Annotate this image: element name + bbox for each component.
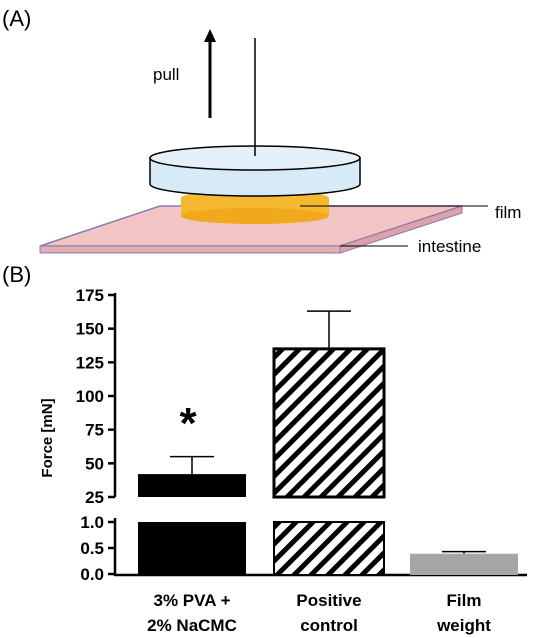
lower-tick-label: 0.5	[80, 539, 104, 558]
category-label-line2: 2% NaCMC	[147, 616, 237, 635]
category-labels: 3% PVA + 2% NaCMC Positive control Film weigh…	[147, 591, 491, 635]
panel-a-schematic: pull film intestine	[39, 29, 521, 256]
intestine-front-edge	[39, 245, 341, 254]
category-label-line1: Positive	[296, 591, 361, 610]
upper-tick-label: 175	[76, 286, 104, 305]
upper-tick-label: 125	[76, 353, 104, 372]
lower-tick-label: 0.0	[80, 565, 104, 584]
intestine-label: intestine	[418, 237, 481, 256]
upper-tick-label: 25	[85, 488, 104, 507]
panel-a-label: (A)	[2, 6, 32, 31]
pull-label: pull	[153, 65, 179, 84]
upper-tick-label: 50	[85, 454, 104, 473]
upper-tick-label: 100	[76, 387, 104, 406]
bar-upper-segment	[138, 474, 246, 497]
bars-group: *	[138, 310, 518, 576]
bar-lower-segment	[138, 522, 246, 575]
bar-lower-segment	[273, 521, 385, 576]
category-label-line2: control	[300, 616, 358, 635]
lower-tick-label: 1.0	[80, 513, 104, 532]
upper-tick-label: 150	[76, 320, 104, 339]
upper-tick-label: 75	[85, 421, 104, 440]
pull-arrow-icon	[204, 29, 216, 118]
y-axis-label: Force [mN]	[39, 398, 56, 477]
lower-axis-ticks: 0.0 0.5 1.0	[80, 513, 115, 584]
film-label: film	[495, 203, 521, 222]
bar-upper-segment	[272, 347, 386, 499]
panel-b-label: (B)	[2, 262, 32, 287]
probe-disc	[149, 145, 361, 197]
category-label-line1: Film	[447, 591, 482, 610]
category-label-line1: 3% PVA +	[153, 591, 230, 610]
upper-axis-ticks: 25 50 75 100 125 150 175	[76, 286, 115, 507]
bar	[410, 553, 518, 575]
intestine-side-edge	[339, 205, 463, 254]
category-label-line2: weight	[436, 616, 491, 635]
significance-asterisk: *	[179, 399, 197, 448]
